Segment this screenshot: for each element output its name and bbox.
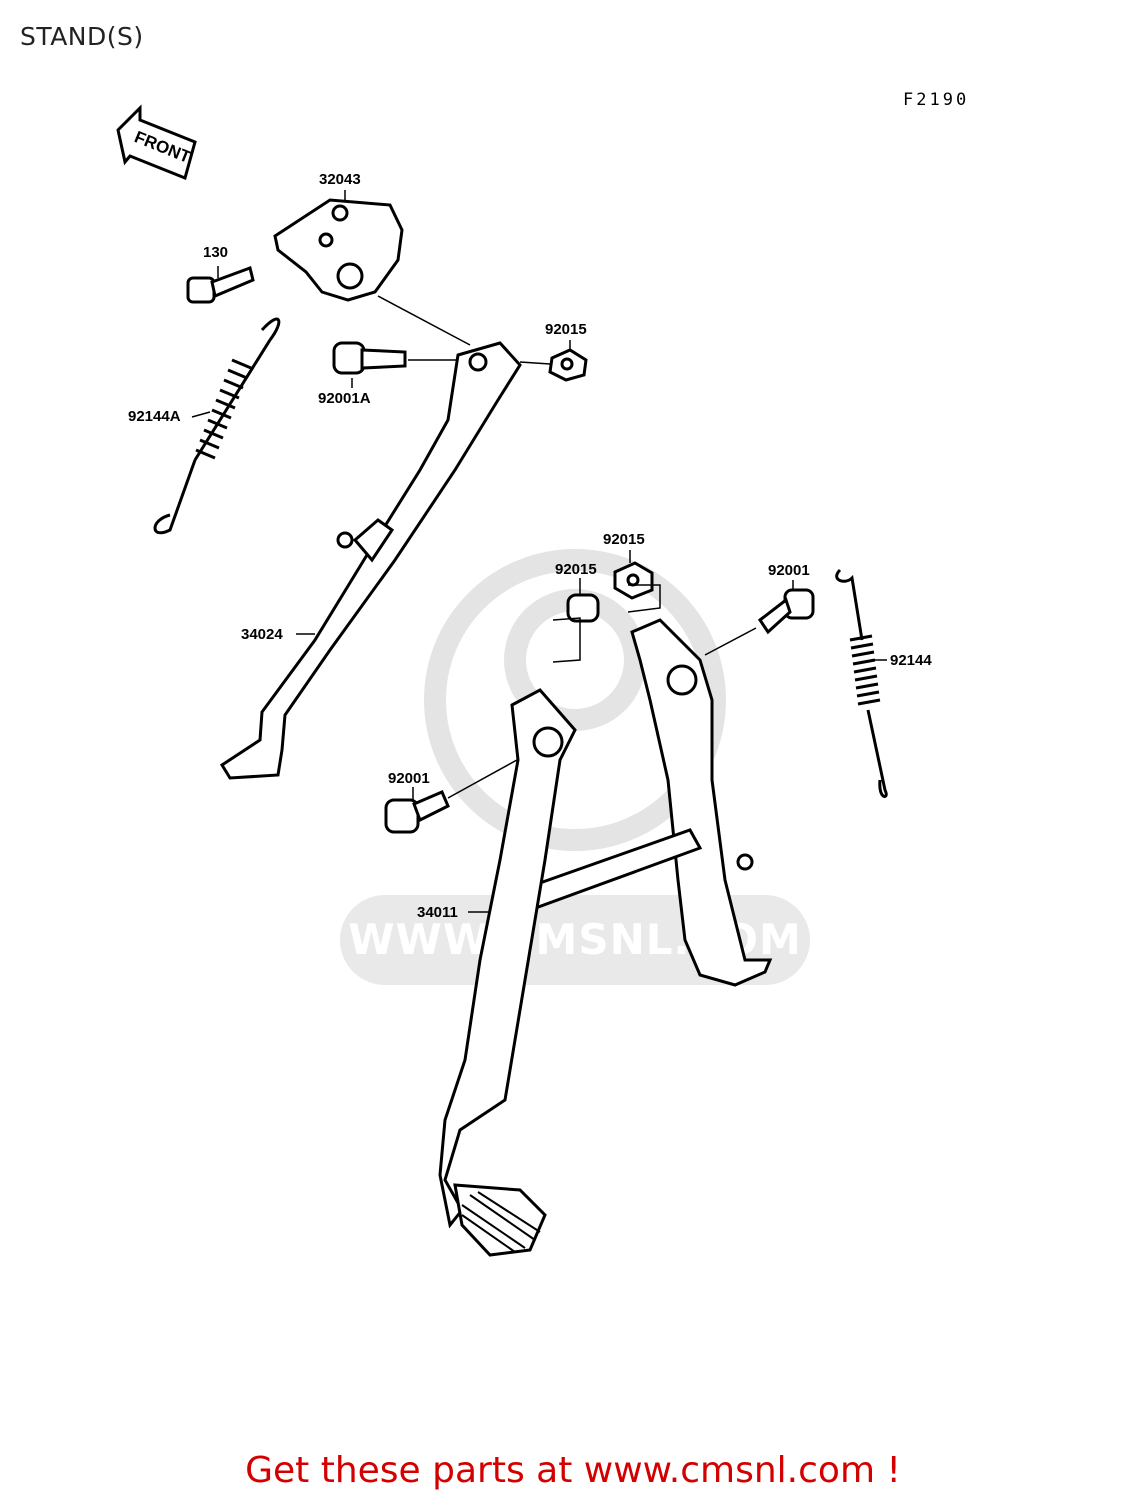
bolt-92001-left — [384, 790, 450, 834]
front-arrow-icon: FRONT — [116, 104, 197, 181]
figure-code: F2190 — [903, 90, 970, 110]
nut-92015-mid-left — [566, 593, 600, 623]
side-stand-34024 — [219, 341, 522, 780]
part-label-34011: 34011 — [417, 904, 458, 921]
part-label-92015-top: 92015 — [545, 321, 587, 338]
footer-cta-link[interactable]: Get these parts at www.cmsnl.com ! — [245, 1450, 901, 1491]
part-label-92015-mid-left: 92015 — [555, 561, 597, 578]
part-label-130: 130 — [203, 244, 229, 261]
bolt-130 — [186, 266, 255, 304]
part-label-92001-left: 92001 — [388, 770, 430, 787]
bolt-92001a — [332, 341, 407, 375]
part-label-32043: 32043 — [319, 171, 361, 188]
spring-92144 — [835, 568, 888, 799]
part-label-92015-mid-right: 92015 — [603, 531, 645, 548]
bracket-32043 — [273, 198, 404, 302]
bolt-92001-right — [757, 588, 815, 635]
part-label-92001a: 92001A — [318, 390, 371, 407]
part-label-92144: 92144 — [890, 652, 932, 669]
part-label-92001-right: 92001 — [768, 562, 810, 579]
center-stand-34011 — [438, 618, 773, 1257]
nut-92015-mid-right — [613, 561, 654, 600]
part-label-34024: 34024 — [241, 626, 283, 643]
part-label-92144a: 92144A — [128, 408, 181, 425]
page-title: STAND(S) — [20, 22, 144, 51]
spring-92144a — [153, 317, 281, 535]
nut-92015-top — [548, 348, 588, 382]
